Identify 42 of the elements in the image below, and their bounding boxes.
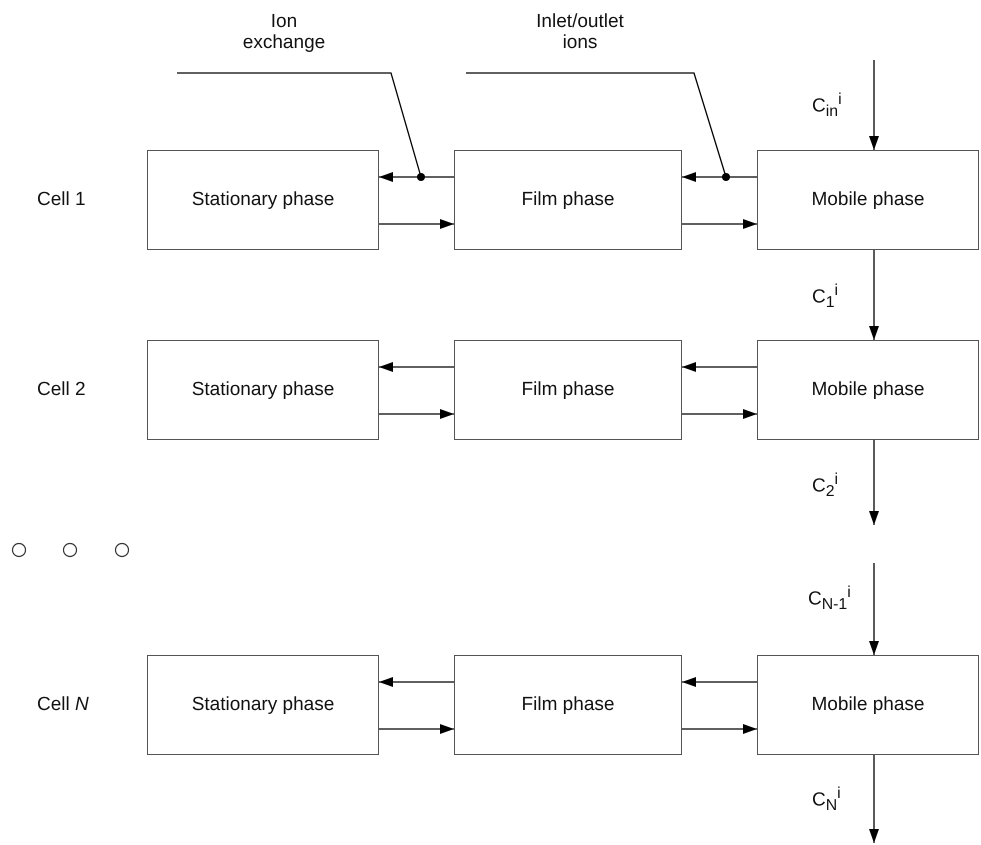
arrow (869, 563, 879, 655)
arrow (682, 724, 757, 734)
box-label: Film phase (522, 694, 614, 716)
box-label: Mobile phase (811, 694, 925, 716)
arrow (682, 409, 757, 419)
arrow (379, 362, 454, 372)
arrow (379, 677, 454, 687)
arrow (682, 677, 757, 687)
arrow (869, 755, 879, 843)
phase-box (757, 150, 979, 250)
box-label: Stationary phase (192, 694, 334, 716)
phase-box (454, 655, 682, 755)
arrow (379, 409, 454, 419)
box-label: Mobile phase (811, 190, 925, 210)
phase-box (757, 340, 979, 440)
box-label: Stationary phase (192, 190, 334, 210)
phase-box (454, 150, 682, 250)
arrow (869, 250, 879, 340)
callout-text: Ion exchange (242, 12, 326, 54)
leader-line (177, 72, 426, 182)
phase-box (147, 340, 379, 440)
arrow (682, 362, 757, 372)
box-label: Film phase (522, 380, 614, 400)
box-label: Mobile phase (811, 380, 925, 400)
box-label: Stationary phase (192, 380, 334, 400)
arrow (379, 172, 454, 182)
phase-box (147, 150, 379, 250)
arrow (682, 219, 757, 229)
callout-text: Inlet/outlet ions (535, 12, 625, 54)
box-label: Film phase (522, 190, 614, 210)
row-label: Cell 1 (37, 189, 86, 211)
arrow (379, 219, 454, 229)
phase-box (757, 655, 979, 755)
phase-box (454, 340, 682, 440)
arrow (682, 172, 757, 182)
phase-box (147, 655, 379, 755)
row-label: Cell N (37, 694, 89, 716)
arrow (869, 60, 879, 150)
arrow (869, 440, 879, 525)
leader-line (466, 72, 730, 182)
row-label: Cell 2 (37, 379, 86, 401)
arrow (379, 724, 454, 734)
